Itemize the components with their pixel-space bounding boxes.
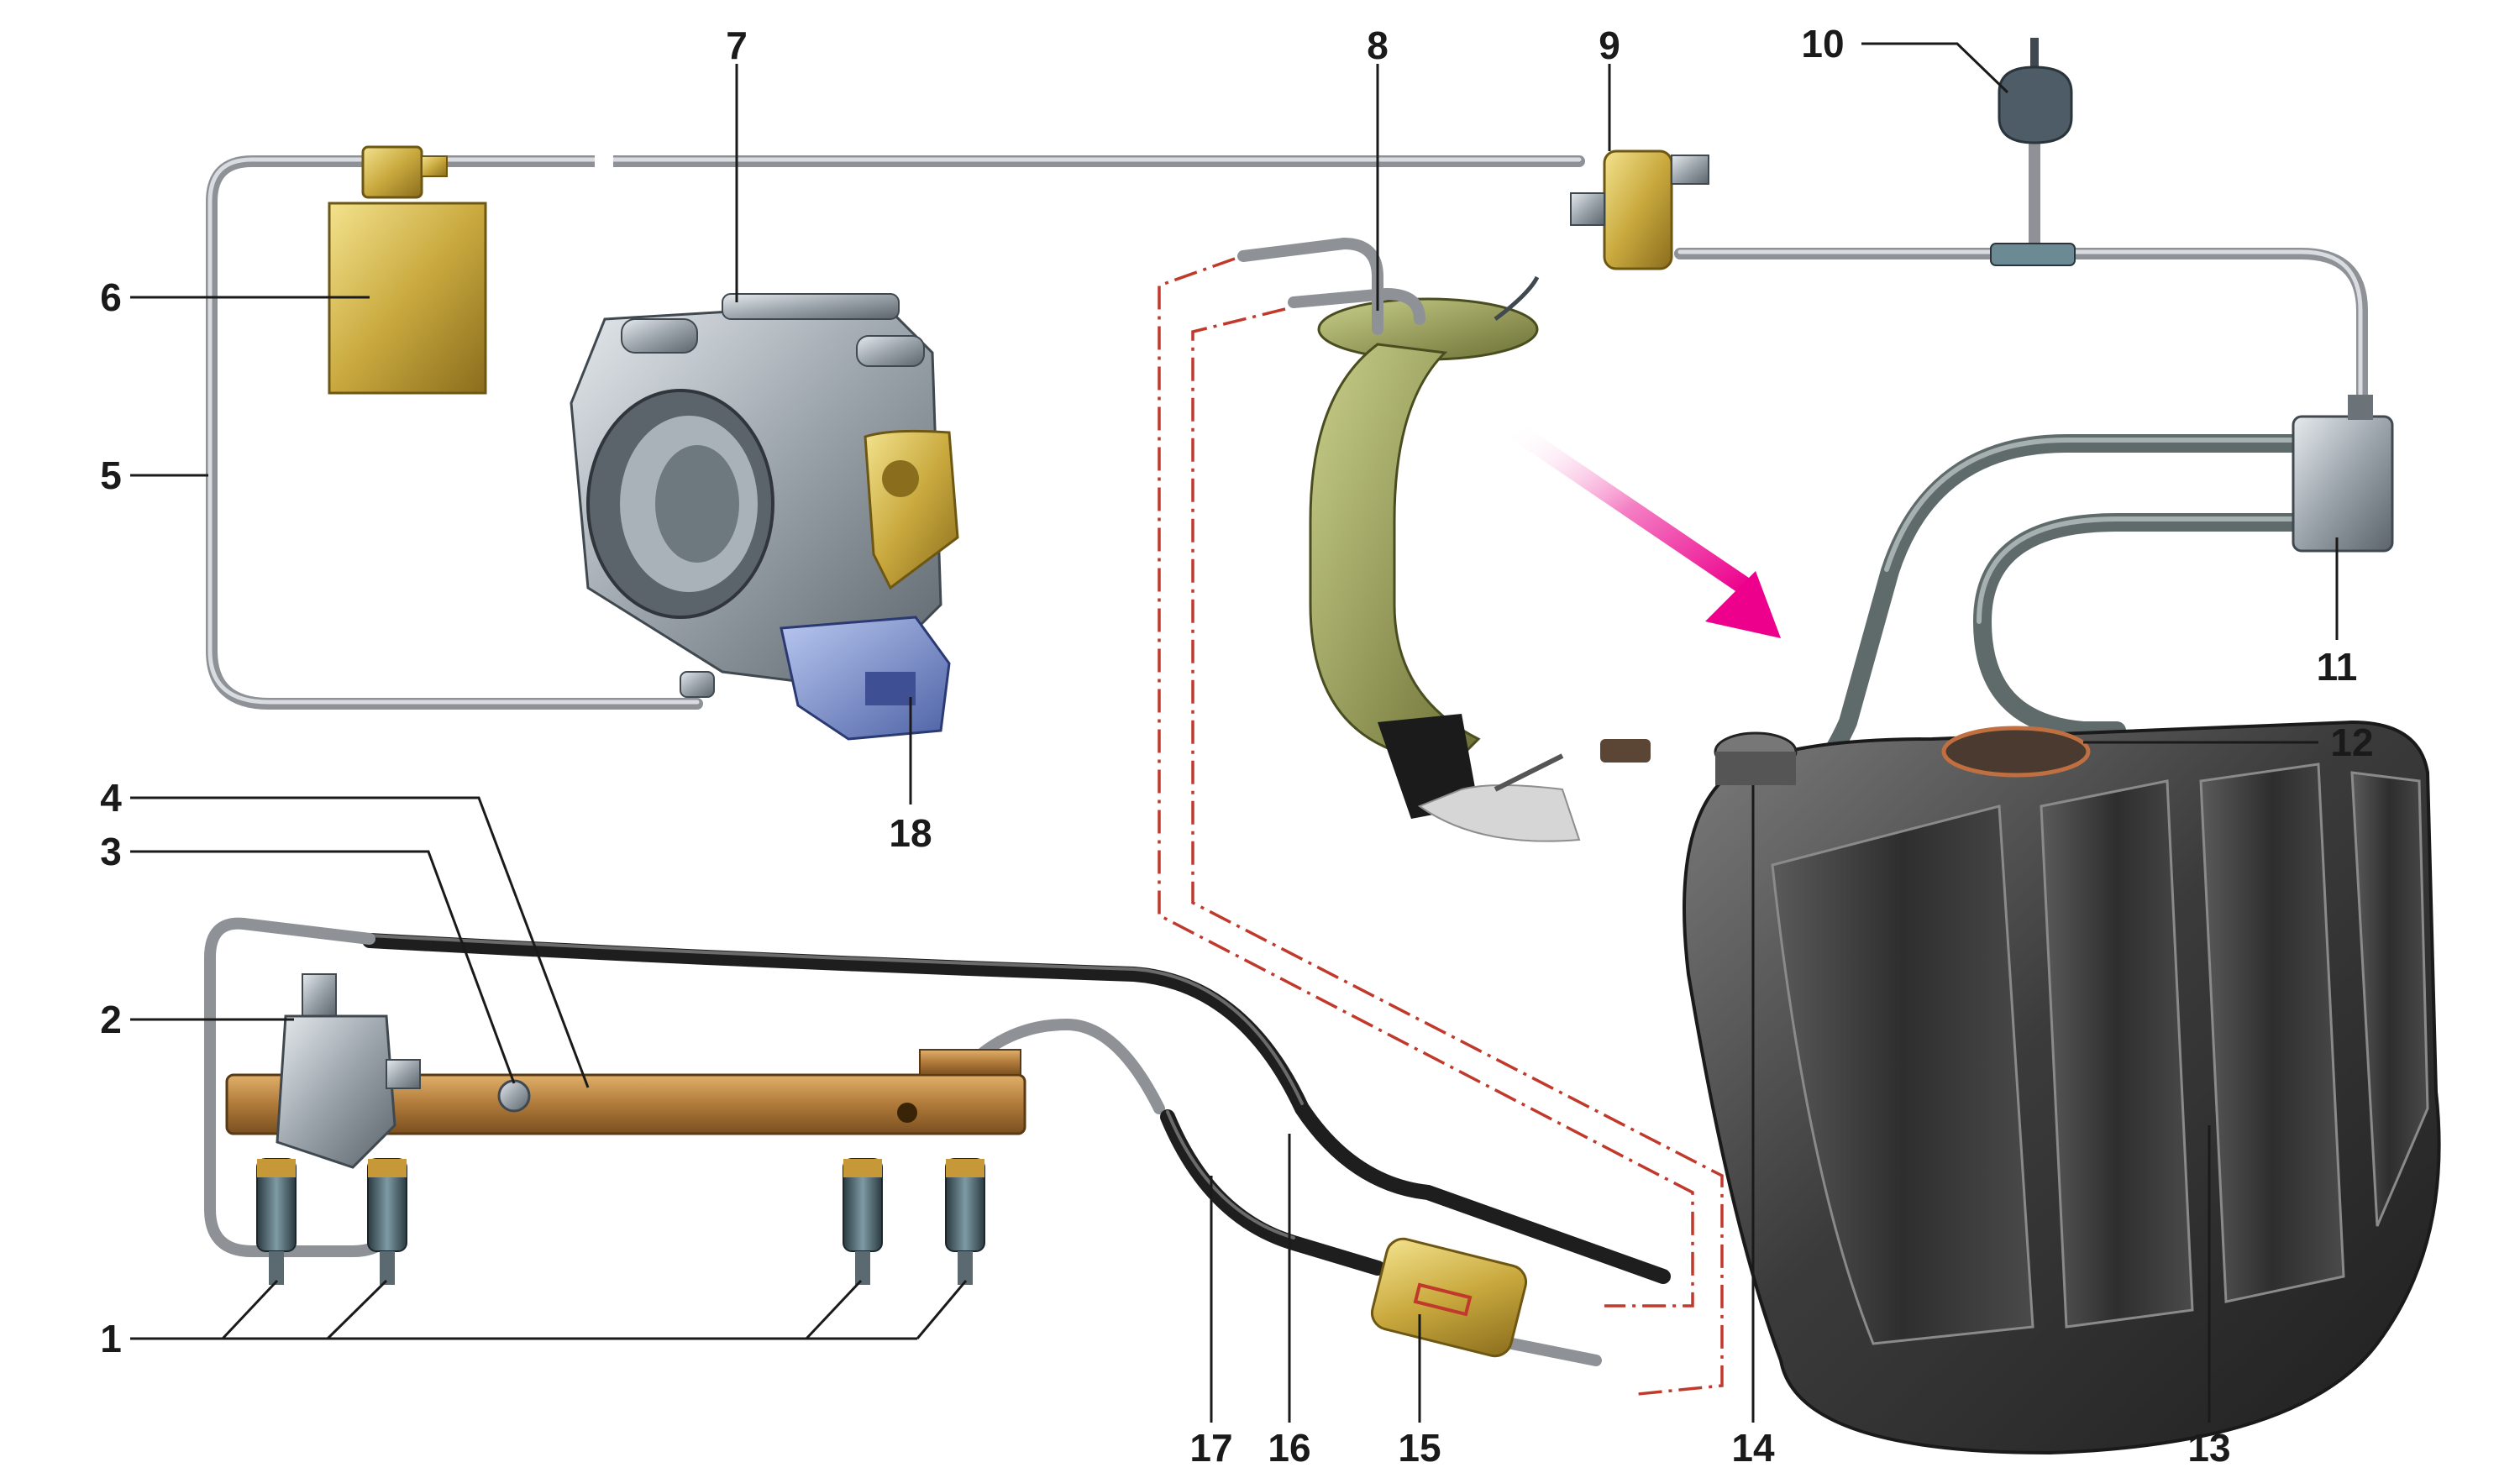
purge-line-5: [206, 155, 703, 710]
leader-3: [130, 850, 516, 1084]
pressure-regulator-2: [276, 973, 421, 1169]
callout-18: 18: [889, 811, 932, 855]
fuel-filter-15: [1370, 1237, 1528, 1358]
injector: [843, 1158, 883, 1285]
separator-9: [1570, 149, 1709, 270]
fuel-return-path: [1158, 257, 1724, 1396]
gravity-valve-11: [2292, 395, 2394, 553]
callout-15: 15: [1398, 1426, 1441, 1470]
vapor-line-top: [364, 148, 1585, 176]
sensor-18: [780, 616, 951, 741]
injector: [256, 1158, 297, 1285]
fuel-pump-module-8: [1237, 238, 1651, 842]
direction-arrow: [1503, 419, 1781, 638]
callout-9: 9: [1599, 24, 1620, 67]
callout-labels: 1 2 3 4 5 6 7 8 9 10 11 12 13 14 15 16 1…: [100, 22, 2373, 1470]
injectors-1: [256, 1158, 985, 1285]
fuel-rail-4: [225, 1049, 1026, 1135]
two-way-valve-10: [1990, 38, 2076, 266]
fuel-tank-13: [1683, 720, 2441, 1455]
leader-4: [130, 796, 590, 1088]
callout-2: 2: [100, 998, 122, 1041]
callout-17: 17: [1189, 1426, 1232, 1470]
leader-lines: [130, 42, 2339, 1423]
callout-11: 11: [2317, 645, 2358, 689]
callout-10: 10: [1801, 22, 1844, 66]
callout-14: 14: [1731, 1426, 1775, 1470]
injector: [945, 1158, 985, 1285]
callout-7: 7: [726, 24, 748, 67]
leader-1: [130, 1279, 968, 1340]
pressure-fitting-3: [497, 1079, 531, 1113]
callout-13: 13: [2187, 1426, 2230, 1470]
callout-5: 5: [100, 453, 122, 497]
callout-6: 6: [100, 275, 122, 319]
adsorber-canister-6: [328, 145, 487, 395]
callout-3: 3: [100, 830, 122, 873]
injector: [367, 1158, 407, 1285]
callout-1: 1: [100, 1317, 122, 1360]
fuel-line-17: [960, 1019, 1602, 1366]
vent-line-9-11: [1674, 137, 2368, 405]
callout-12: 12: [2330, 721, 2373, 764]
callout-4: 4: [100, 776, 122, 820]
leader-10: [1861, 42, 2009, 94]
callout-16: 16: [1268, 1426, 1310, 1470]
throttle-body-7: [570, 293, 959, 698]
callout-8: 8: [1367, 24, 1389, 67]
